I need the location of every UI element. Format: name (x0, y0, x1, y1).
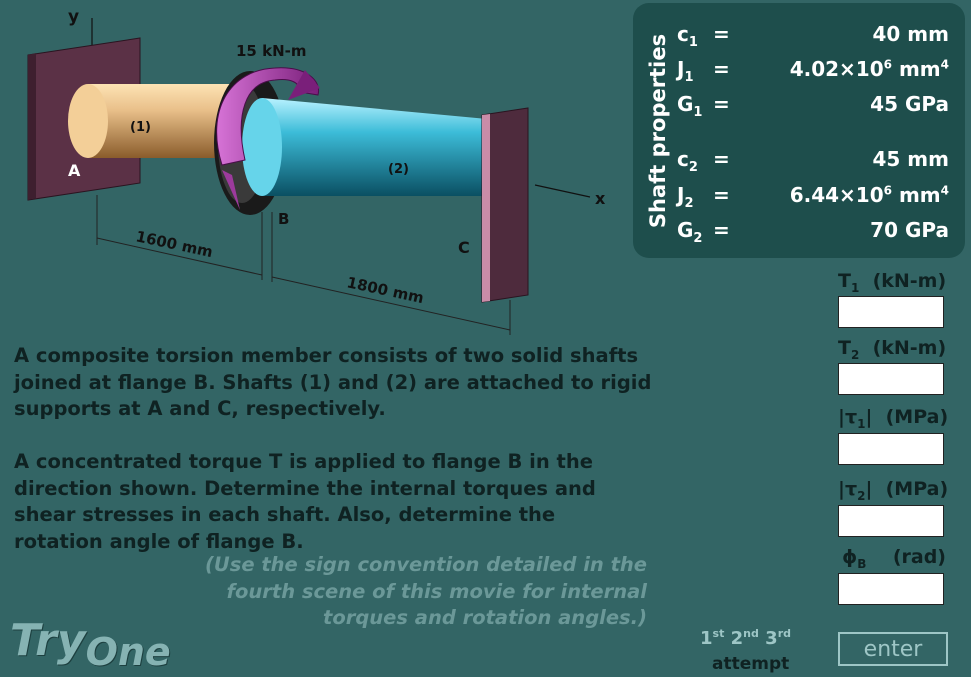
problem-statement-2: A concentrated torque T is applied to fl… (14, 450, 596, 553)
tau1-input[interactable] (838, 433, 944, 465)
shaft-properties-panel: Shaft properties c1 = 40 mm J1 = 4.02×10… (633, 3, 965, 258)
phi-b-input[interactable] (838, 573, 944, 605)
torque-label: 15 kN-m (236, 42, 306, 60)
tau2-input[interactable] (838, 505, 944, 537)
prop-j1: J1 = 4.02×106 mm4 (677, 57, 949, 85)
prop-j2: J2 = 6.44×106 mm4 (677, 183, 949, 211)
problem-statement-1: A composite torsion member consists of t… (14, 344, 652, 420)
sign-convention-hint: (Use the sign convention detailed in the… (204, 553, 647, 629)
t1-label: T1 (kN-m) (838, 270, 947, 295)
tau1-label: |τ1| (MPa) (838, 406, 949, 431)
prop-c2: c2 = 45 mm (677, 147, 949, 175)
prop-g1: G1 = 45 GPa (677, 92, 949, 120)
enter-button[interactable]: enter (838, 632, 948, 666)
shaft-1-label: (1) (130, 120, 151, 135)
y-axis-label: y (68, 7, 79, 27)
prop-g2: G2 = 70 GPa (677, 218, 949, 246)
prop-c1: c1 = 40 mm (677, 22, 949, 50)
shaft-properties-title: Shaft properties (646, 33, 670, 228)
t2-label: T2 (kN-m) (838, 337, 947, 362)
attempt-label: attempt (712, 654, 790, 674)
try-one-logo: TryOne (10, 615, 171, 674)
point-c-label: C (458, 238, 470, 257)
x-axis-label: x (595, 189, 606, 208)
phi-b-label: ϕB (rad) (842, 546, 946, 571)
t1-input[interactable] (838, 296, 944, 328)
attempt-indicator: 1st 2nd 3rd (700, 627, 791, 649)
point-a-label: A (68, 161, 81, 180)
tau2-label: |τ2| (MPa) (838, 478, 949, 503)
length-1-label: 1600 mm (134, 227, 214, 261)
shaft-diagram: y (1) A (2) 15 kN-m x B C 1600 mm 1800 m… (27, 7, 606, 335)
shaft-2-label: (2) (388, 162, 409, 177)
point-b-label: B (278, 210, 289, 228)
t2-input[interactable] (838, 363, 944, 395)
